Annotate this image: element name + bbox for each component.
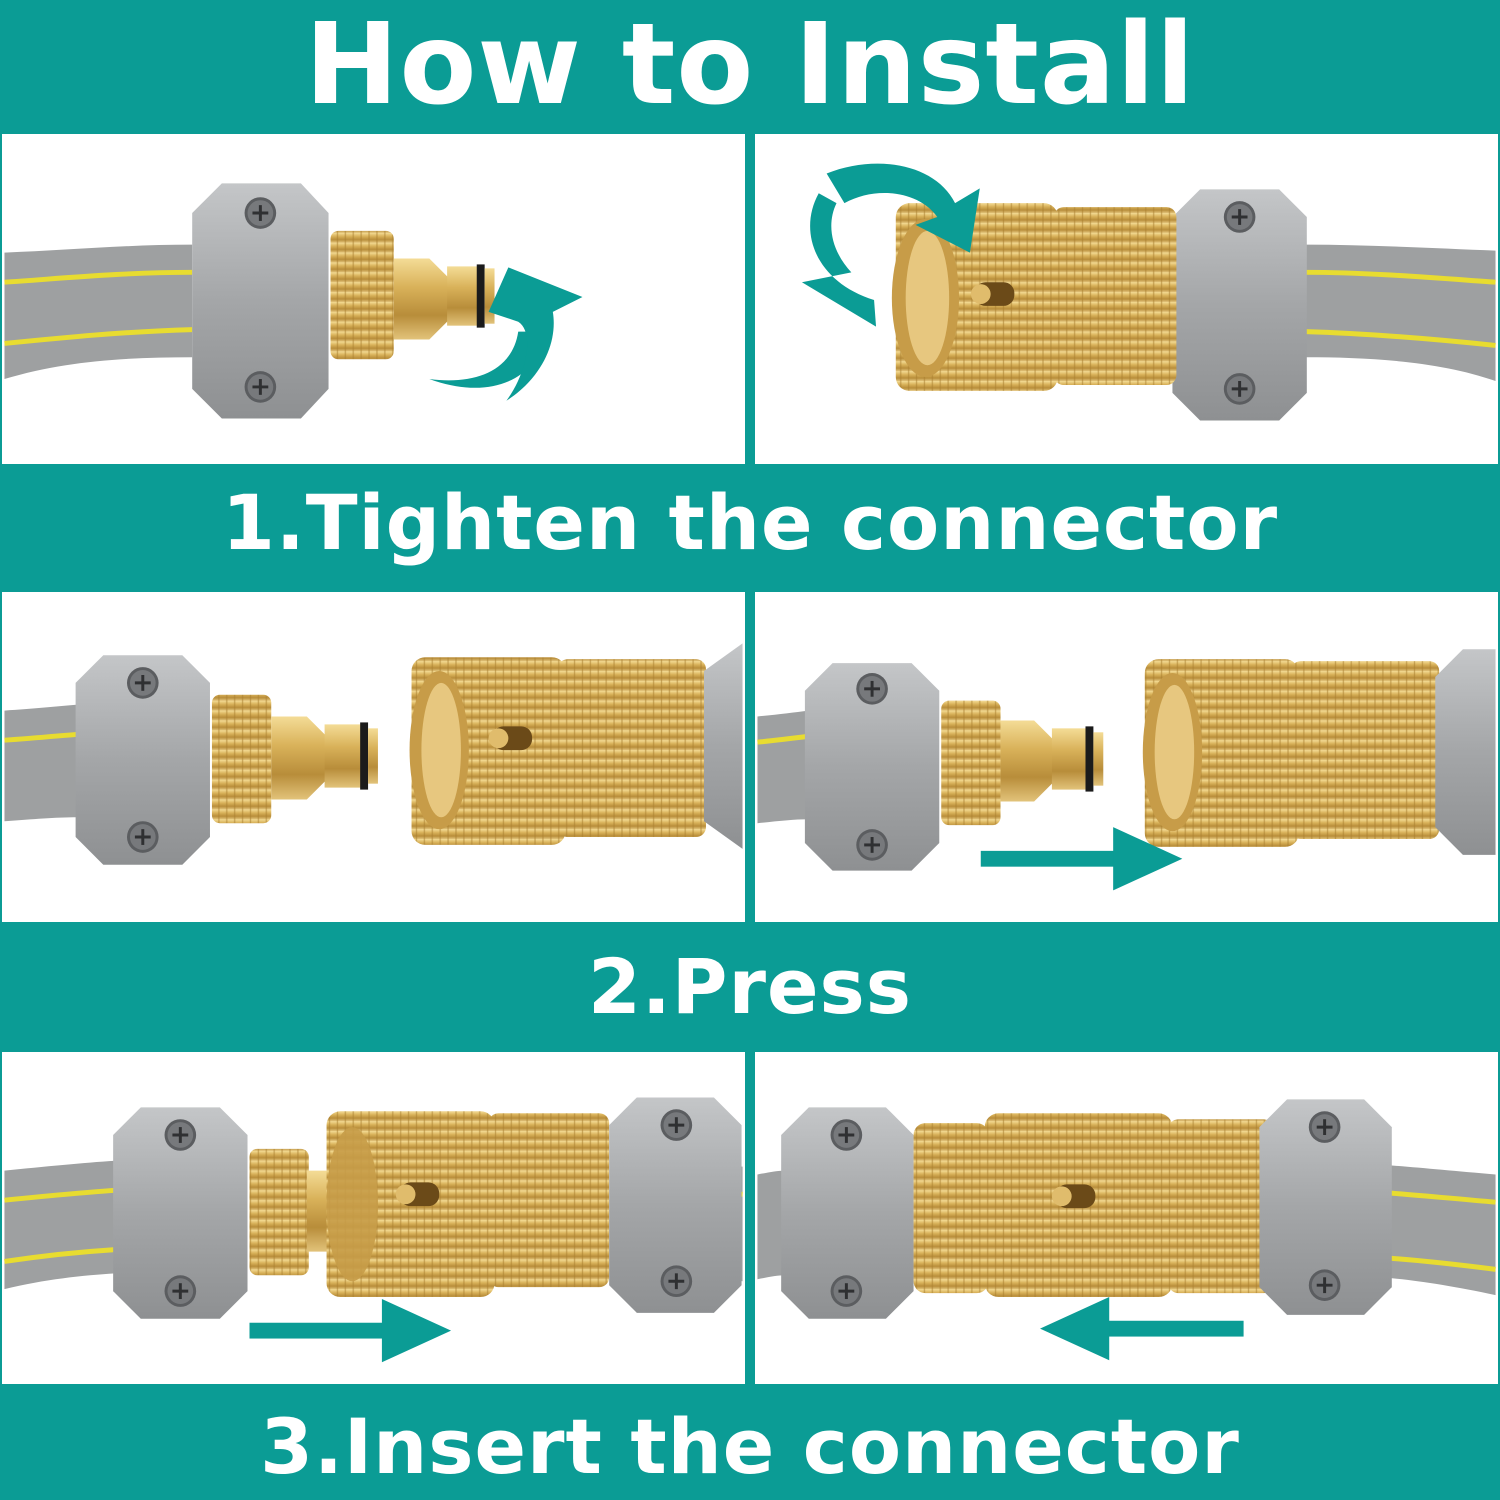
step-2-panel-right <box>753 590 1500 924</box>
step-1-panel-right <box>753 132 1500 466</box>
page-title: How to Install <box>304 0 1196 130</box>
right-arrow-icon <box>980 827 1183 891</box>
connected-assembly-illustration <box>757 1099 1496 1361</box>
step-3-panel-right <box>753 1050 1500 1386</box>
hose-with-quick-connector-illustration <box>801 163 1496 421</box>
press-connector-illustration <box>757 649 1496 891</box>
step-1-panel-left <box>0 132 747 466</box>
rotate-arrow-icon <box>429 267 583 401</box>
step-2-images <box>0 590 1500 924</box>
right-arrow-icon <box>249 1299 452 1363</box>
step-3-images <box>0 1050 1500 1386</box>
insert-connector-illustration <box>4 1097 743 1363</box>
left-arrow-icon <box>1040 1297 1244 1361</box>
step-1-images <box>0 132 1500 466</box>
step-3-label: 3.Insert the connector <box>260 1401 1240 1491</box>
step-3-panel-left <box>0 1050 747 1386</box>
rotate-arrow-icon <box>801 163 980 327</box>
hose-with-male-adapter-illustration <box>4 183 583 419</box>
separate-parts-illustration <box>4 643 743 865</box>
step-1-label: 1.Tighten the connector <box>221 477 1279 567</box>
step-2-label: 2.Press <box>588 941 912 1031</box>
step-2-panel-left <box>0 590 747 924</box>
